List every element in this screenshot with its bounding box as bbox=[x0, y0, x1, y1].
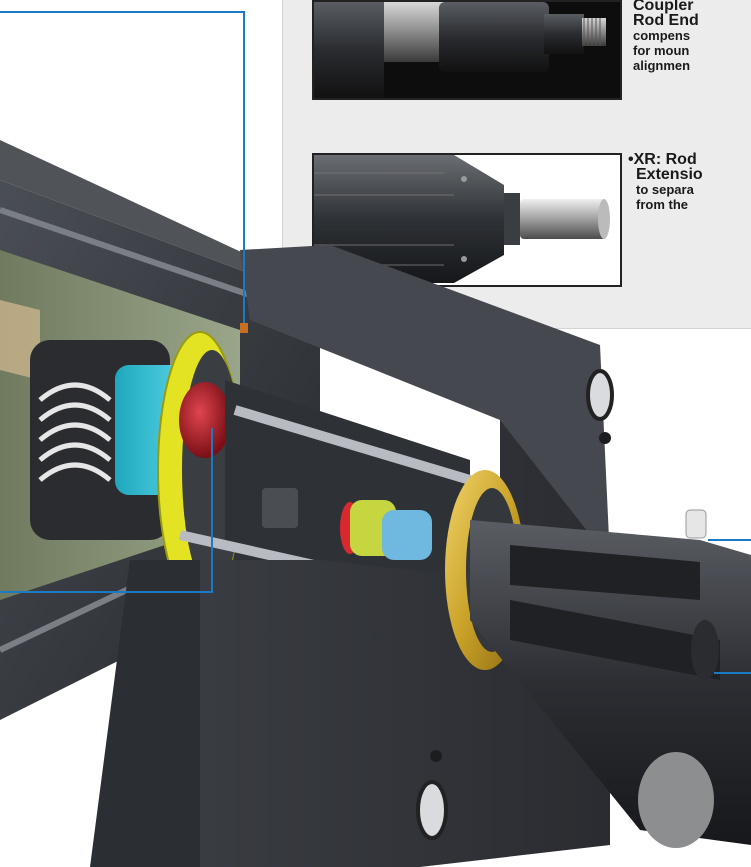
rod-slot-bottom bbox=[510, 600, 720, 680]
xr-callout: •XR: Rod Extensio to separa from the bbox=[628, 151, 751, 213]
blue-sleeve bbox=[382, 510, 432, 560]
spring-coils bbox=[38, 382, 112, 482]
coupler-callout: Coupler Rod End compens for moun alignme… bbox=[633, 0, 751, 73]
coupler-rod-end-photo bbox=[312, 0, 622, 100]
xr-title-text-1: XR: Rod bbox=[633, 151, 697, 168]
coupler-body-line-1: compens bbox=[633, 28, 691, 43]
leader-line-top bbox=[0, 11, 245, 333]
red-seal bbox=[179, 382, 231, 458]
tube-top-edge bbox=[0, 140, 320, 300]
rod-end-bore bbox=[691, 620, 719, 680]
front-block-side bbox=[90, 560, 200, 867]
rod-extension-photo bbox=[312, 153, 622, 287]
rod-slot-top bbox=[510, 545, 700, 600]
bullet-icon: • bbox=[628, 151, 634, 168]
coupler-title-line-2: Rod End bbox=[633, 12, 699, 29]
xr-title-line-2: Extensio bbox=[636, 166, 703, 183]
front-block-face bbox=[150, 420, 610, 867]
xr-body-line-2: from the bbox=[636, 197, 688, 212]
coupler-body-line-3: alignmen bbox=[633, 58, 691, 73]
bolt-hole-2 bbox=[430, 750, 442, 762]
coupler-body-line-2: for moun bbox=[633, 43, 690, 58]
xr-body-line-1: to separa bbox=[636, 182, 694, 197]
leader-line-left bbox=[0, 428, 213, 593]
inner-nut bbox=[262, 488, 298, 528]
rod-extension-graphic bbox=[314, 155, 620, 285]
grease-fitting bbox=[685, 509, 707, 539]
xr-title-line-1: •XR: Rod bbox=[628, 151, 751, 168]
leader-target-top bbox=[240, 323, 248, 333]
bolt-hole-1 bbox=[599, 432, 611, 444]
rod-end-face bbox=[638, 752, 714, 848]
mount-hole-top bbox=[586, 369, 614, 421]
coupler-title-line-1: Coupler bbox=[633, 0, 694, 14]
coupler-photo-graphic bbox=[314, 2, 620, 98]
mount-hole-bottom bbox=[416, 780, 448, 840]
